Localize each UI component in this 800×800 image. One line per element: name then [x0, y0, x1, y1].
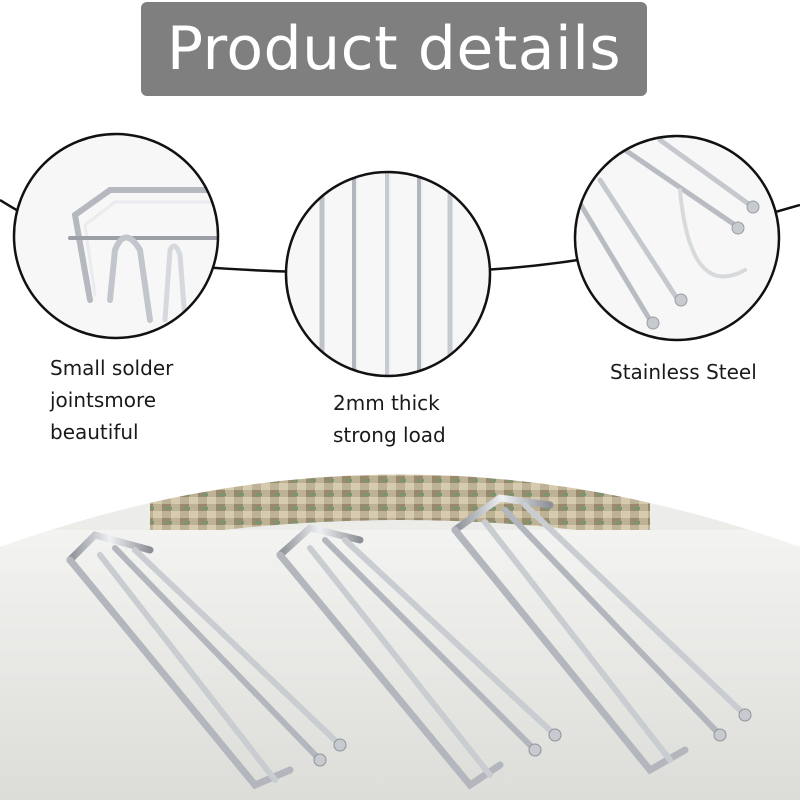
- callout-caption-thickness: 2mm thick strong load: [333, 387, 446, 451]
- wire-thickness-closeup-icon: [284, 170, 492, 378]
- caption-line: 2mm thick: [333, 391, 440, 415]
- callout-caption-material: Stainless Steel: [610, 356, 757, 388]
- caption-line: beautiful: [50, 420, 139, 444]
- page-title: Product details: [166, 14, 622, 84]
- callout-caption-solder: Small solder jointsmore beautiful: [50, 352, 173, 448]
- caption-line: Stainless Steel: [610, 360, 757, 384]
- steel-prong-closeup-icon: [573, 134, 781, 342]
- product-photo: [0, 472, 800, 800]
- caption-line: Small solder: [50, 356, 174, 380]
- title-banner: Product details: [141, 2, 647, 96]
- caption-line: jointsmore: [50, 388, 157, 412]
- caption-line: strong load: [333, 423, 446, 447]
- solder-joint-closeup-icon: [12, 132, 220, 340]
